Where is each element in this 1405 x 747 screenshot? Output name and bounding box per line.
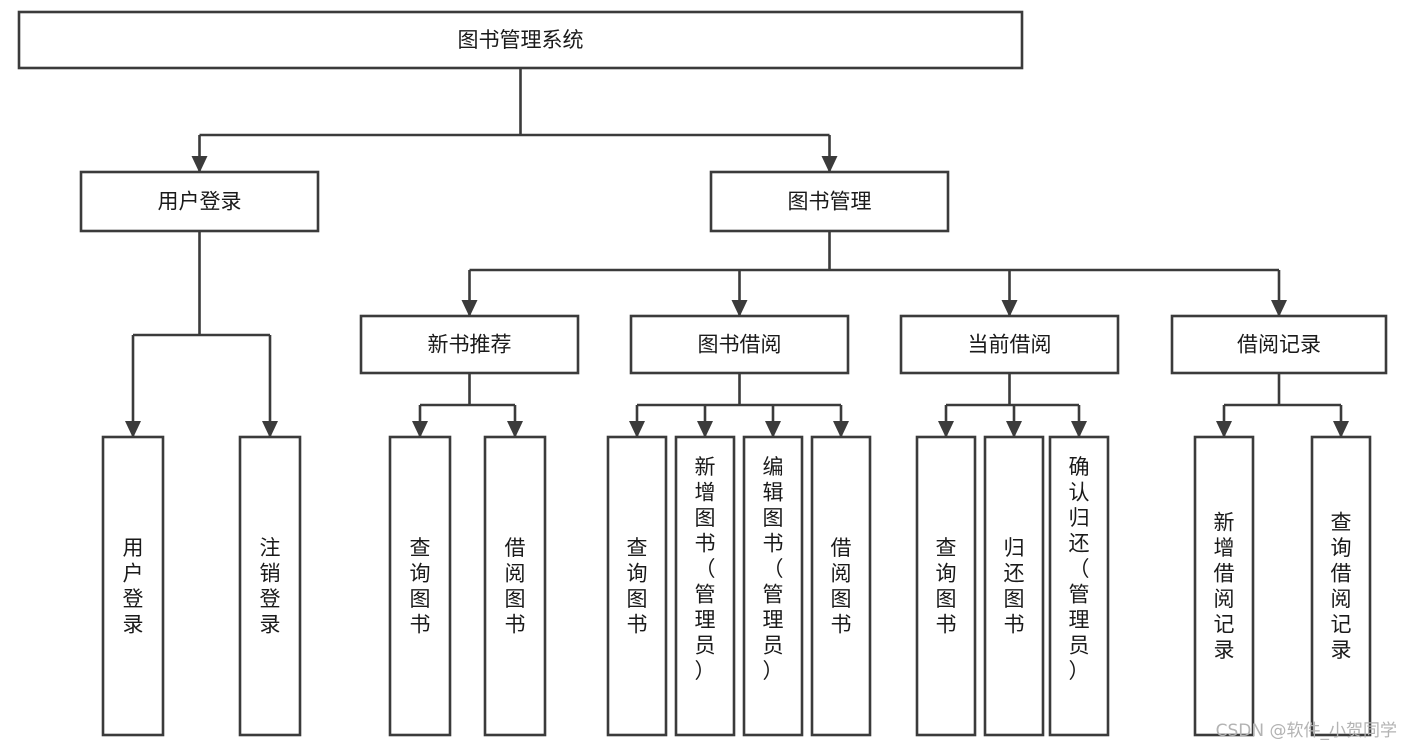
arrow-head-icon-grp1-3 [833,421,849,438]
node-borrow-records[interactable]: 借阅记录 [1170,314,1388,375]
node-label-book-borrow: 图书借阅 [698,333,782,357]
node-label-user-logout-leaf: 注销登录 [260,536,281,637]
node-query-book-1[interactable]: 查询图书 [388,435,452,737]
node-box-user-login [79,170,320,233]
node-label-query-book-3: 查询图书 [936,536,957,637]
node-box-book-borrow [629,314,850,375]
node-box-confirm-return-admin [1048,435,1110,737]
watermark-label: CSDN @软件_小贺同学 [1215,721,1397,741]
node-box-add-book-admin [674,435,736,737]
arrow-head-icon-grp0-0 [412,421,428,438]
node-box-return-book [983,435,1045,737]
node-label-borrow-book-2: 借阅图书 [831,536,852,637]
node-add-borrow-record[interactable]: 新增借阅记录 [1193,435,1255,737]
arrow-head-icon-grp2-1 [1006,421,1022,438]
node-box-borrow-book-1 [483,435,547,737]
node-box-query-borrow-record [1310,435,1372,737]
node-box-user-logout-leaf [238,435,302,737]
node-query-borrow-record[interactable]: 查询借阅记录 [1310,435,1372,737]
arrow-head-icon-grp1-2 [765,421,781,438]
node-book-management[interactable]: 图书管理 [709,170,950,233]
node-box-query-book-3 [915,435,977,737]
node-user-login-leaf[interactable]: 用户登录 [101,435,165,737]
node-box-query-book-1 [388,435,452,737]
node-box-root [17,10,1024,70]
arrow-head-icon-book-management-2 [1001,300,1018,317]
node-box-user-login-leaf [101,435,165,737]
node-borrow-book-2[interactable]: 借阅图书 [810,435,872,737]
node-label-return-book: 归还图书 [1004,536,1025,637]
arrow-head-icon-grp1-1 [697,421,713,438]
arrow-head-icon-user-login-0 [125,421,141,438]
arrow-head-icon-grp3-0 [1216,421,1232,438]
node-box-book-management [709,170,950,233]
node-query-book-3[interactable]: 查询图书 [915,435,977,737]
node-box-borrow-book-2 [810,435,872,737]
node-label-borrow-book-1: 借阅图书 [505,536,526,637]
node-layer: 图书管理系统用户登录用户登录注销登录图书管理新书推荐查询图书借阅图书图书借阅查询… [17,10,1388,737]
node-label-add-borrow-record: 新增借阅记录 [1214,510,1235,662]
node-label-edit-book-admin: 编辑图书（管理员） [763,455,784,683]
node-label-user-login: 用户登录 [158,190,242,214]
node-label-query-book-2: 查询图书 [627,536,648,637]
arrow-head-icon-root-1 [821,156,838,173]
node-confirm-return-admin[interactable]: 确认归还（管理员） [1048,435,1110,737]
arrow-head-icon-grp0-1 [507,421,523,438]
node-user-logout-leaf[interactable]: 注销登录 [238,435,302,737]
node-label-query-book-1: 查询图书 [410,536,431,637]
node-label-new-book-recommend: 新书推荐 [428,333,512,357]
node-edit-book-admin[interactable]: 编辑图书（管理员） [742,435,804,737]
node-label-confirm-return-admin: 确认归还（管理员） [1069,455,1090,683]
arrow-head-icon-root-0 [191,156,208,173]
connector-layer [125,68,1349,438]
node-label-query-borrow-record: 查询借阅记录 [1331,510,1352,662]
node-label-user-login-leaf: 用户登录 [123,536,144,637]
node-root[interactable]: 图书管理系统 [17,10,1024,70]
node-box-query-book-2 [606,435,668,737]
node-label-current-borrow: 当前借阅 [968,333,1052,357]
arrow-head-icon-grp2-2 [1071,421,1087,438]
node-return-book[interactable]: 归还图书 [983,435,1045,737]
node-add-book-admin[interactable]: 新增图书（管理员） [674,435,736,737]
arrow-head-icon-grp2-0 [938,421,954,438]
arrow-head-icon-book-management-3 [1271,300,1287,317]
node-box-borrow-records [1170,314,1388,375]
node-query-book-2[interactable]: 查询图书 [606,435,668,737]
node-label-borrow-records: 借阅记录 [1237,333,1321,357]
node-borrow-book-1[interactable]: 借阅图书 [483,435,547,737]
node-book-borrow[interactable]: 图书借阅 [629,314,850,375]
node-user-login[interactable]: 用户登录 [79,170,320,233]
arrow-head-icon-grp3-1 [1333,421,1349,438]
node-box-current-borrow [899,314,1120,375]
node-current-borrow[interactable]: 当前借阅 [899,314,1120,375]
node-label-add-book-admin: 新增图书（管理员） [695,455,716,683]
node-box-new-book-recommend [359,314,580,375]
arrow-head-icon-book-management-0 [461,300,478,317]
node-box-add-borrow-record [1193,435,1255,737]
arrow-head-icon-book-management-1 [731,300,748,317]
node-label-root: 图书管理系统 [458,28,584,52]
arrow-head-icon-user-login-1 [262,421,278,438]
arrow-head-icon-grp1-0 [629,421,645,438]
node-box-edit-book-admin [742,435,804,737]
node-new-book-recommend[interactable]: 新书推荐 [359,314,580,375]
node-label-book-management: 图书管理 [788,190,872,214]
